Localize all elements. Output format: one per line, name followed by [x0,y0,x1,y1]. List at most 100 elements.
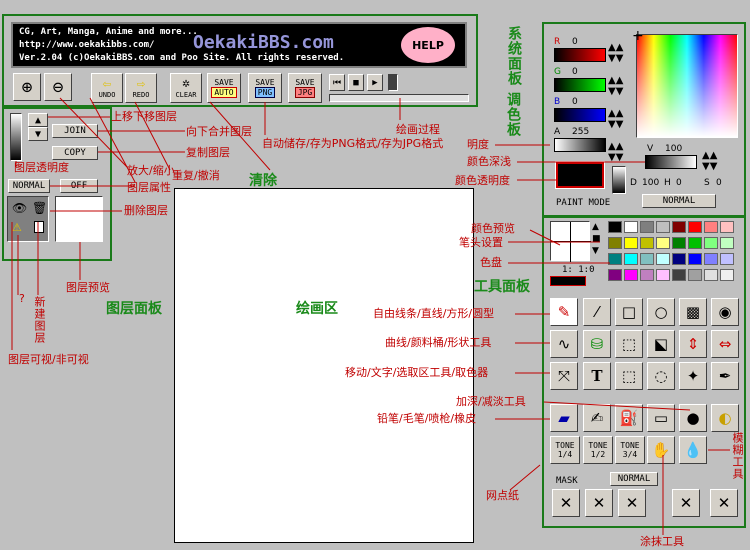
tone-quarter-button[interactable]: TONE 1/4 [550,436,580,464]
color-swatch[interactable] [672,269,686,281]
progress-play-button[interactable]: ▶ [367,74,383,91]
fill-ellipse-tool[interactable]: ◉ [711,298,739,326]
g-slider[interactable] [554,78,606,92]
rect-tool[interactable]: □ [615,298,643,326]
help-button[interactable]: HELP [401,27,455,63]
color-swatch[interactable] [608,237,622,249]
dodge-tool[interactable]: ◐ [711,404,739,432]
layer-up-button[interactable]: ▲ [28,113,48,127]
line-tool[interactable]: ⁄ [583,298,611,326]
v-step-buttons[interactable]: ▲▲▼▼ [702,150,718,172]
save-auto-button[interactable]: SAVE AUTO [207,73,241,103]
progress-scrollbar[interactable] [329,94,469,102]
layer-mode-button[interactable]: NORMAL [8,179,50,193]
color-swatch[interactable] [624,253,638,265]
copy-button[interactable]: COPY [52,146,98,160]
color-swatch[interactable] [656,221,670,233]
paint-bucket-icon[interactable]: ⛁ [583,330,611,358]
color-swatch[interactable] [688,237,702,249]
color-swatch[interactable] [704,221,718,233]
layer-list[interactable]: 👁 🗑 ⚠ [7,196,49,242]
lasso-tool[interactable]: ◌ [647,362,675,390]
color-swatch[interactable] [624,221,638,233]
mask-slot-1[interactable]: ✕ [552,489,580,517]
curve-tool[interactable]: ∿ [550,330,578,358]
layer-off-button[interactable]: OFF [60,179,98,193]
lock-icon[interactable]: ⚠ [12,221,22,234]
tone-half-button[interactable]: TONE 1/2 [583,436,613,464]
new-layer-icon[interactable] [34,221,44,233]
color-swatch[interactable] [720,269,734,281]
magic-wand-tool[interactable]: ✦ [679,362,707,390]
a-slider[interactable] [554,138,606,152]
color-swatch[interactable] [656,237,670,249]
pen-size-bar[interactable] [550,276,586,286]
save-png-button[interactable]: SAVE PNG [248,73,282,103]
color-swatch[interactable] [720,237,734,249]
redo-button[interactable]: ⇨ REDO [125,73,157,103]
undo-button[interactable]: ⇦ UNDO [91,73,123,103]
depth-slider[interactable] [612,166,626,194]
pen-setting[interactable] [550,221,591,262]
join-button[interactable]: JOIN [52,124,98,138]
clear-button[interactable]: ✲ CLEAR [170,73,202,103]
color-swatch[interactable] [640,269,654,281]
color-swatch[interactable] [624,269,638,281]
flip-h-tool[interactable]: ⇔ [711,330,739,358]
freehand-tool[interactable]: ✎ [550,298,578,326]
shape-tool-1[interactable]: ⬚ [615,330,643,358]
mask-slot-2[interactable]: ✕ [585,489,613,517]
save-jpg-button[interactable]: SAVE JPG [288,73,322,103]
paint-mode-button[interactable]: NORMAL [642,194,716,208]
canvas[interactable] [174,188,474,543]
r-slider[interactable] [554,48,606,62]
color-swatch[interactable] [608,253,622,265]
mask-slot-3[interactable]: ✕ [618,489,646,517]
move-tool[interactable]: ⤧ [550,362,578,390]
zoom-out-button[interactable]: ⊖ [44,73,72,101]
ellipse-tool[interactable]: ○ [647,298,675,326]
flip-v-tool[interactable]: ⇕ [679,330,707,358]
color-swatch[interactable] [672,221,686,233]
color-swatch[interactable] [640,221,654,233]
color-swatch[interactable] [608,269,622,281]
smudge-tool[interactable]: ✋ [647,436,675,464]
color-preview[interactable] [555,161,605,189]
color-swatch[interactable] [704,253,718,265]
progress-stop-button[interactable]: ■ [348,74,364,91]
eyedropper-tool[interactable]: ✒ [711,362,739,390]
color-swatch[interactable] [656,269,670,281]
text-tool[interactable]: T [583,362,611,390]
tone-three-quarter-button[interactable]: TONE 3/4 [615,436,645,464]
color-swatch[interactable] [656,253,670,265]
mask-slot-5[interactable]: ✕ [710,489,738,517]
eye-icon[interactable]: 👁 [12,201,28,215]
trash-icon[interactable]: 🗑 [32,201,48,215]
color-swatch[interactable] [640,253,654,265]
mask-slot-4[interactable]: ✕ [672,489,700,517]
progress-speed-slider[interactable] [388,74,398,91]
pen-size-arrows[interactable]: ▲■▼ [592,222,601,256]
layer-opacity-slider[interactable] [10,113,22,161]
blur-tool[interactable]: 💧 [679,436,707,464]
shape-tool-2[interactable]: ⬕ [647,330,675,358]
color-swatch[interactable] [720,221,734,233]
b-slider[interactable] [554,108,606,122]
select-rect-tool[interactable]: ⬚ [615,362,643,390]
brush-tool[interactable]: ✍ [583,404,611,432]
layer-down-button[interactable]: ▼ [28,127,48,141]
v-slider[interactable] [645,155,697,169]
color-swatch[interactable] [720,253,734,265]
eraser-tool[interactable]: ▭ [647,404,675,432]
color-swatch[interactable] [608,221,622,233]
color-swatch[interactable] [624,237,638,249]
color-swatch[interactable] [688,253,702,265]
color-swatch[interactable] [640,237,654,249]
hue-picker[interactable] [636,34,738,138]
zoom-in-button[interactable]: ⊕ [13,73,41,101]
color-swatch[interactable] [704,269,718,281]
rgb-step-buttons[interactable]: ▲▲▼▼▲▲▼▼▲▲▼▼▲▲▼▼ [608,42,624,163]
color-swatch[interactable] [672,237,686,249]
progress-rewind-button[interactable]: ⏮ [329,74,345,91]
burn-tool[interactable]: ● [679,404,707,432]
